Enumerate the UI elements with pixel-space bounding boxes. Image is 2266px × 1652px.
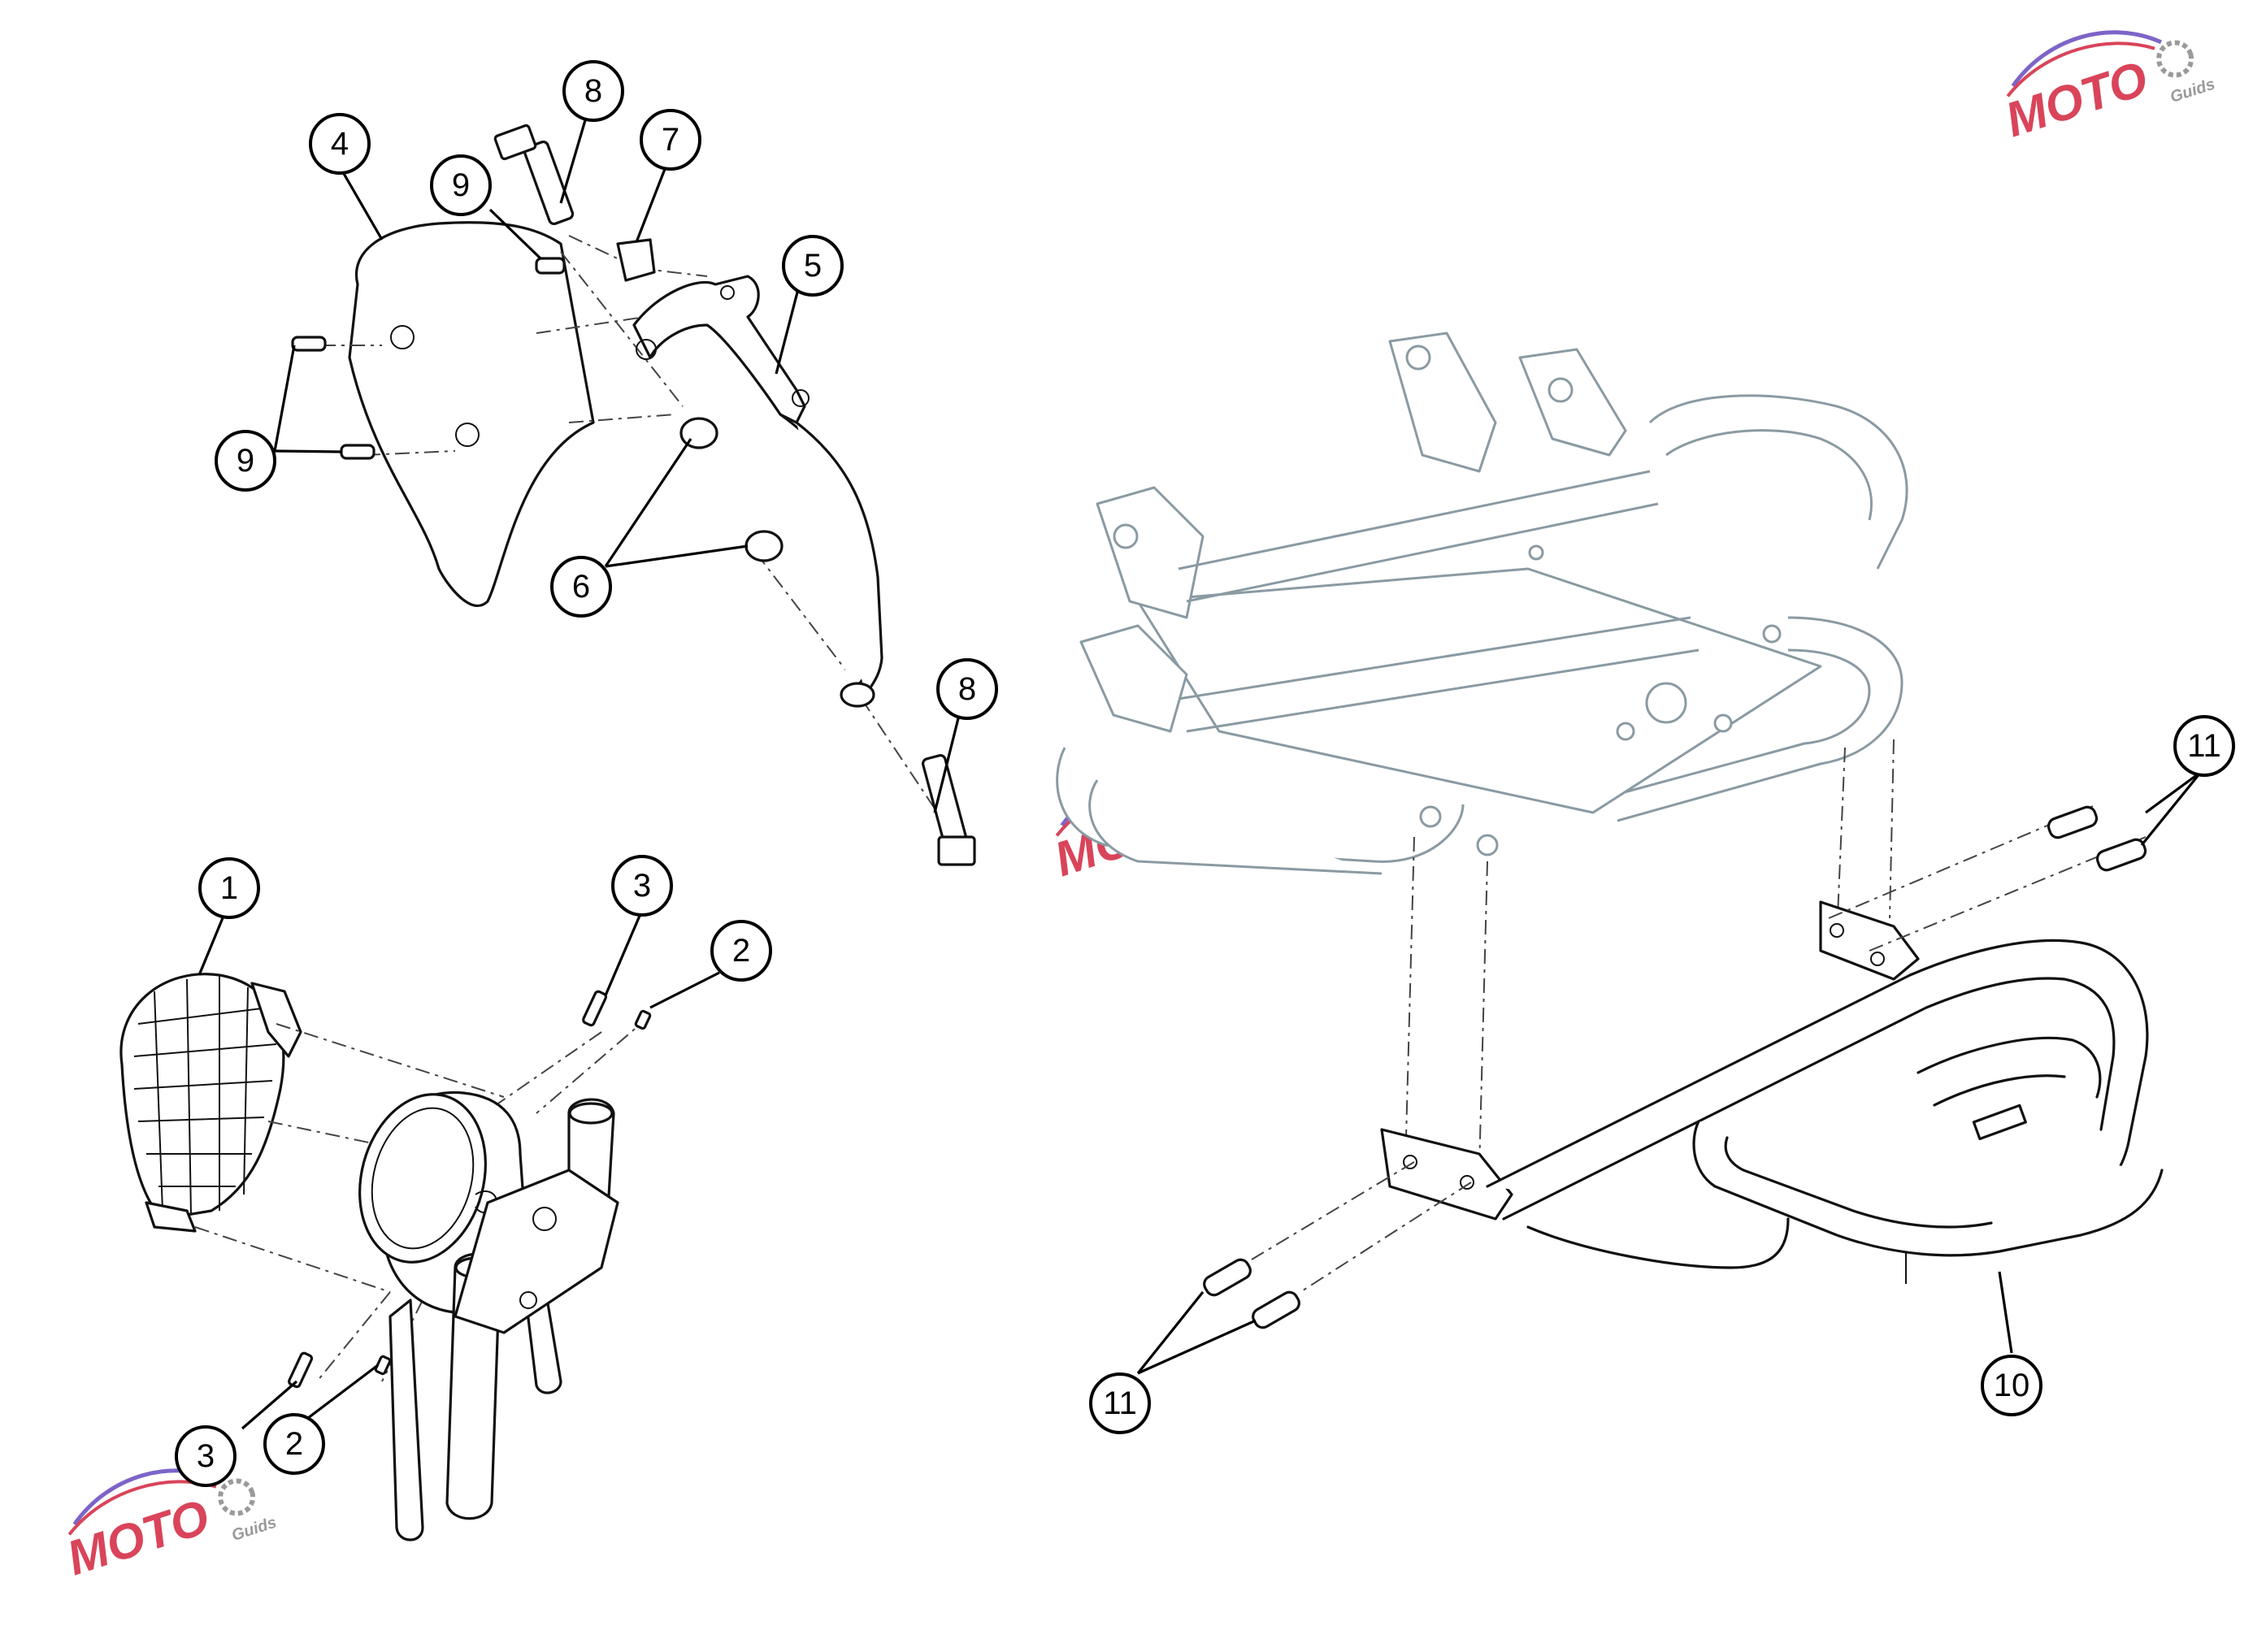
crash-bar-part-10 [1380, 739, 2164, 1284]
headlight-grille-assembly [119, 973, 652, 1541]
bolts-part-11 [1203, 804, 2147, 1329]
callout-label: 9 [452, 167, 470, 203]
callout-label: 7 [662, 122, 679, 158]
callout-3-upper: 3 [611, 855, 673, 917]
callout-1: 1 [198, 857, 260, 919]
callout-label: 5 [804, 248, 822, 284]
callout-5: 5 [782, 235, 844, 297]
callout-8-lower: 8 [936, 658, 998, 720]
callout-label: 10 [1994, 1368, 2030, 1403]
callout-2-lower: 2 [263, 1413, 325, 1475]
ghost-frame [1056, 332, 1908, 875]
callout-label: 9 [237, 443, 254, 479]
watermark-brand: MOTO [1999, 50, 2154, 147]
callout-label: 11 [1103, 1385, 1137, 1421]
callout-6: 6 [550, 556, 612, 618]
callout-label: 8 [958, 671, 976, 707]
callout-label: 3 [633, 868, 651, 904]
callout-label: 2 [732, 933, 750, 969]
callout-9-upper: 9 [430, 154, 492, 216]
headlight-cover-assembly [291, 124, 976, 866]
callout-label: 6 [572, 569, 590, 605]
leader-lines [198, 119, 2203, 1430]
callouts: 1 2 2 3 3 4 5 6 7 8 8 9 9 10 11 11 [175, 60, 2235, 1487]
callout-8-top: 8 [562, 60, 624, 122]
callout-label: 4 [331, 126, 349, 162]
callout-11-upper: 11 [2173, 715, 2235, 777]
watermark-sub: Guids [229, 1514, 279, 1545]
callout-label: 3 [197, 1438, 215, 1474]
watermark-top-right: MOTO Guids [1999, 30, 2217, 147]
callout-9-lower: 9 [215, 430, 276, 492]
watermark-bottom-left: MOTO Guids [60, 1468, 279, 1585]
callout-label: 11 [2187, 728, 2221, 764]
callout-3-lower: 3 [175, 1425, 237, 1487]
watermark-brand: MOTO [60, 1489, 215, 1585]
callout-10: 10 [1981, 1355, 2042, 1416]
watermark-sub: Guids [2168, 76, 2217, 106]
callout-2-upper: 2 [710, 920, 772, 982]
callout-11-lower: 11 [1089, 1372, 1151, 1434]
callout-label: 2 [285, 1426, 303, 1462]
callout-label: 8 [584, 73, 602, 109]
callout-label: 1 [220, 870, 238, 906]
callout-4: 4 [309, 113, 371, 175]
callout-7: 7 [640, 109, 701, 171]
